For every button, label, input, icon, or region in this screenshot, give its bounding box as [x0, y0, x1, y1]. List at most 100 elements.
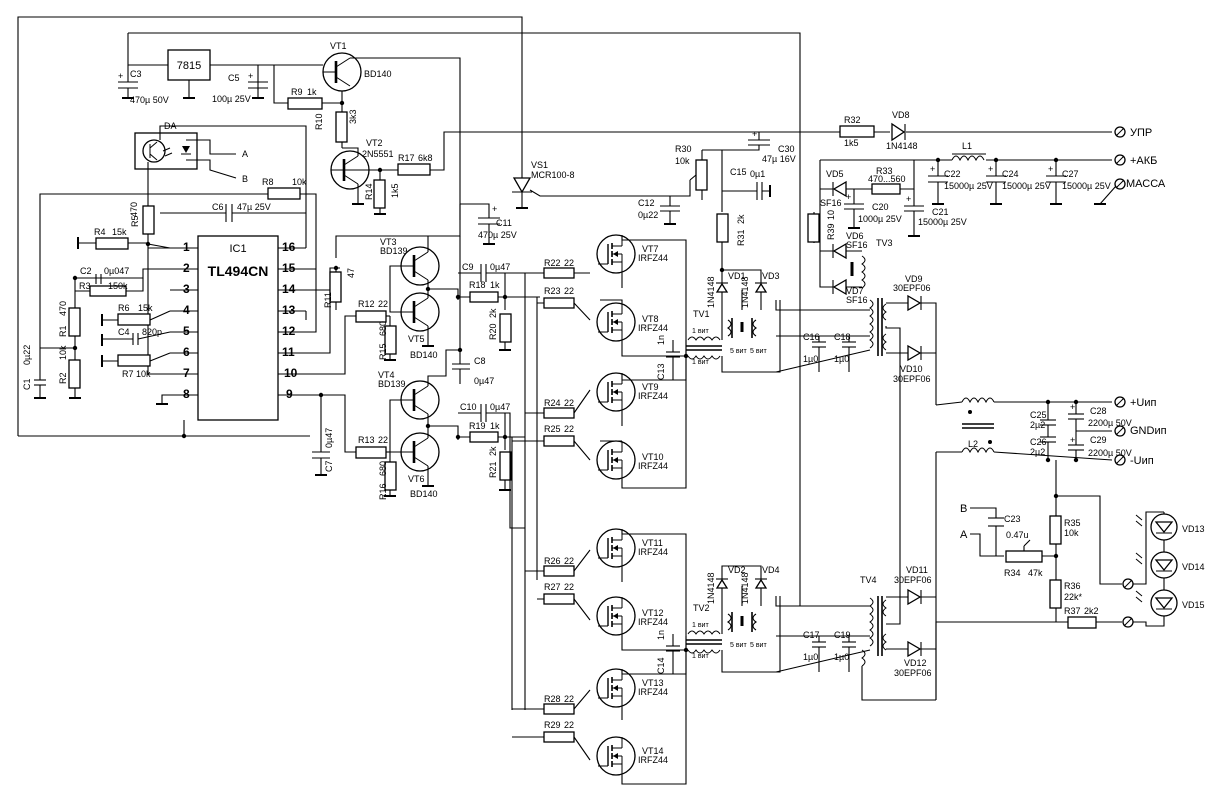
svg-text:C22: C22	[944, 169, 961, 179]
vd11-ref: VD11	[906, 565, 928, 575]
c15-value: 0µ1	[750, 169, 765, 179]
transistor-vt1	[321, 51, 363, 93]
vt1-ref: VT1	[330, 41, 347, 51]
r1-value: 470	[58, 301, 68, 316]
c28-value: 2200µ 50V	[1088, 418, 1132, 428]
led-vd15	[1150, 589, 1178, 617]
svg-text:5 вит: 5 вит	[750, 348, 767, 355]
r35-ref: R35	[1064, 518, 1081, 528]
ic1-pins-left: 1 2 3 4 5 6 7 8	[170, 240, 198, 401]
svg-text:R29: R29	[544, 720, 561, 730]
svg-text:22: 22	[564, 286, 574, 296]
c18-value: 1µ0	[834, 354, 849, 364]
svg-text:13: 13	[282, 303, 296, 317]
r31-ref: R31	[736, 229, 746, 246]
c26-ref: C26	[1030, 437, 1047, 447]
ic1-ref: IC1	[229, 243, 246, 255]
c25-value: 2µ2	[1030, 420, 1045, 430]
bulk-capacitors: + C22 15000µ 25V + C24 15000µ 25V + C27 …	[928, 160, 1111, 205]
c13-value: 1n	[656, 335, 666, 345]
r18-ref: R18	[469, 280, 486, 290]
svg-text:22: 22	[564, 720, 574, 730]
r10-value: 3k3	[348, 109, 358, 124]
r14-value: 1k5	[390, 183, 400, 198]
svg-text:1 вит: 1 вит	[692, 653, 709, 660]
svg-text:+: +	[492, 204, 497, 214]
svg-text:VT14: VT14	[642, 746, 664, 756]
mosfet-vt7	[596, 234, 636, 274]
vt5-ref: VT5	[408, 334, 425, 344]
mosfet-vt11	[596, 528, 636, 568]
mosfet-vt14	[596, 736, 636, 776]
r32-value: 1k5	[844, 138, 859, 148]
terminal-plus-uip-label: +Uип	[1130, 397, 1157, 409]
r30-ref: R30	[675, 144, 692, 154]
c11-value: 470µ 25V	[478, 230, 517, 240]
transistor-vt5	[399, 291, 441, 333]
svg-text:+: +	[930, 164, 935, 174]
c29-ref: C29	[1090, 435, 1107, 445]
terminal-massa-label: МАССА	[1126, 178, 1166, 190]
svg-text:+: +	[752, 129, 757, 139]
svg-text:10: 10	[284, 366, 298, 380]
r36-value: 22k*	[1064, 592, 1083, 602]
c3-value: 470µ 50V	[130, 95, 169, 105]
svg-text:VT9: VT9	[642, 382, 659, 392]
r5-value: 470	[129, 202, 139, 217]
mosfet-vt12	[596, 596, 636, 636]
r6-value: 15k	[138, 303, 153, 313]
svg-text:1: 1	[183, 240, 190, 254]
diode-vd10	[907, 344, 922, 362]
vt2-ref: VT2	[366, 138, 383, 148]
svg-text:1 вит: 1 вит	[692, 328, 709, 335]
ic1-tl494	[197, 235, 279, 421]
r15-value: 680	[378, 321, 388, 336]
svg-text:22: 22	[564, 556, 574, 566]
vt2-part: 2N5551	[362, 149, 394, 159]
vd9-ref: VD9	[905, 274, 923, 284]
svg-text:IRFZ44: IRFZ44	[638, 687, 668, 697]
r1-ref: R1	[58, 325, 68, 337]
terminal-upr-label: УПР	[1130, 127, 1152, 139]
svg-text:IRFZ44: IRFZ44	[638, 391, 668, 401]
svg-text:+: +	[118, 71, 123, 81]
vt6-part: BD140	[410, 489, 438, 499]
r36-ref: R36	[1064, 581, 1081, 591]
r33-ref: R33	[876, 166, 893, 176]
svg-text:IRFZ44: IRFZ44	[638, 547, 668, 557]
r13-ref: R13	[358, 435, 375, 445]
svg-text:1 вит: 1 вит	[692, 359, 709, 366]
svg-text:C27: C27	[1062, 169, 1079, 179]
c19-value: 1µ0	[834, 652, 849, 662]
r5-ref: R5	[130, 215, 140, 227]
c4-ref: C4	[118, 327, 130, 337]
vd6-value: SF16	[846, 240, 868, 250]
svg-text:22: 22	[564, 582, 574, 592]
vd13-ref: VD13	[1182, 524, 1205, 534]
svg-text:R26: R26	[544, 556, 561, 566]
vt4-part: BD139	[378, 379, 406, 389]
transformer-tv2: TV2 1 вит 1 вит 5 вит 5 вит	[686, 603, 767, 660]
vd15-ref: VD15	[1182, 600, 1205, 610]
r19-ref: R19	[469, 421, 486, 431]
l1-ref: L1	[962, 141, 972, 151]
input-b-label: B	[960, 503, 967, 515]
c9-value: 0µ47	[490, 262, 510, 272]
r37-ref: R37	[1064, 606, 1081, 616]
r14-ref: R14	[364, 183, 374, 200]
c8-value: 0µ47	[474, 376, 494, 386]
svg-text:IRFZ44: IRFZ44	[638, 323, 668, 333]
c9-ref: C9	[462, 262, 474, 272]
svg-text:R25: R25	[544, 424, 561, 434]
c29-value: 2200µ 50V	[1088, 448, 1132, 458]
vd5-ref: VD5	[826, 169, 844, 179]
diode-vd5	[832, 180, 847, 198]
r30-value: 10k	[675, 156, 690, 166]
vd6-ref: VD6	[846, 231, 864, 241]
c1-ref: C1	[22, 378, 32, 390]
vd7-ref: VD7	[846, 286, 864, 296]
r31-value: 2k	[736, 214, 746, 224]
svg-text:4: 4	[183, 303, 190, 317]
